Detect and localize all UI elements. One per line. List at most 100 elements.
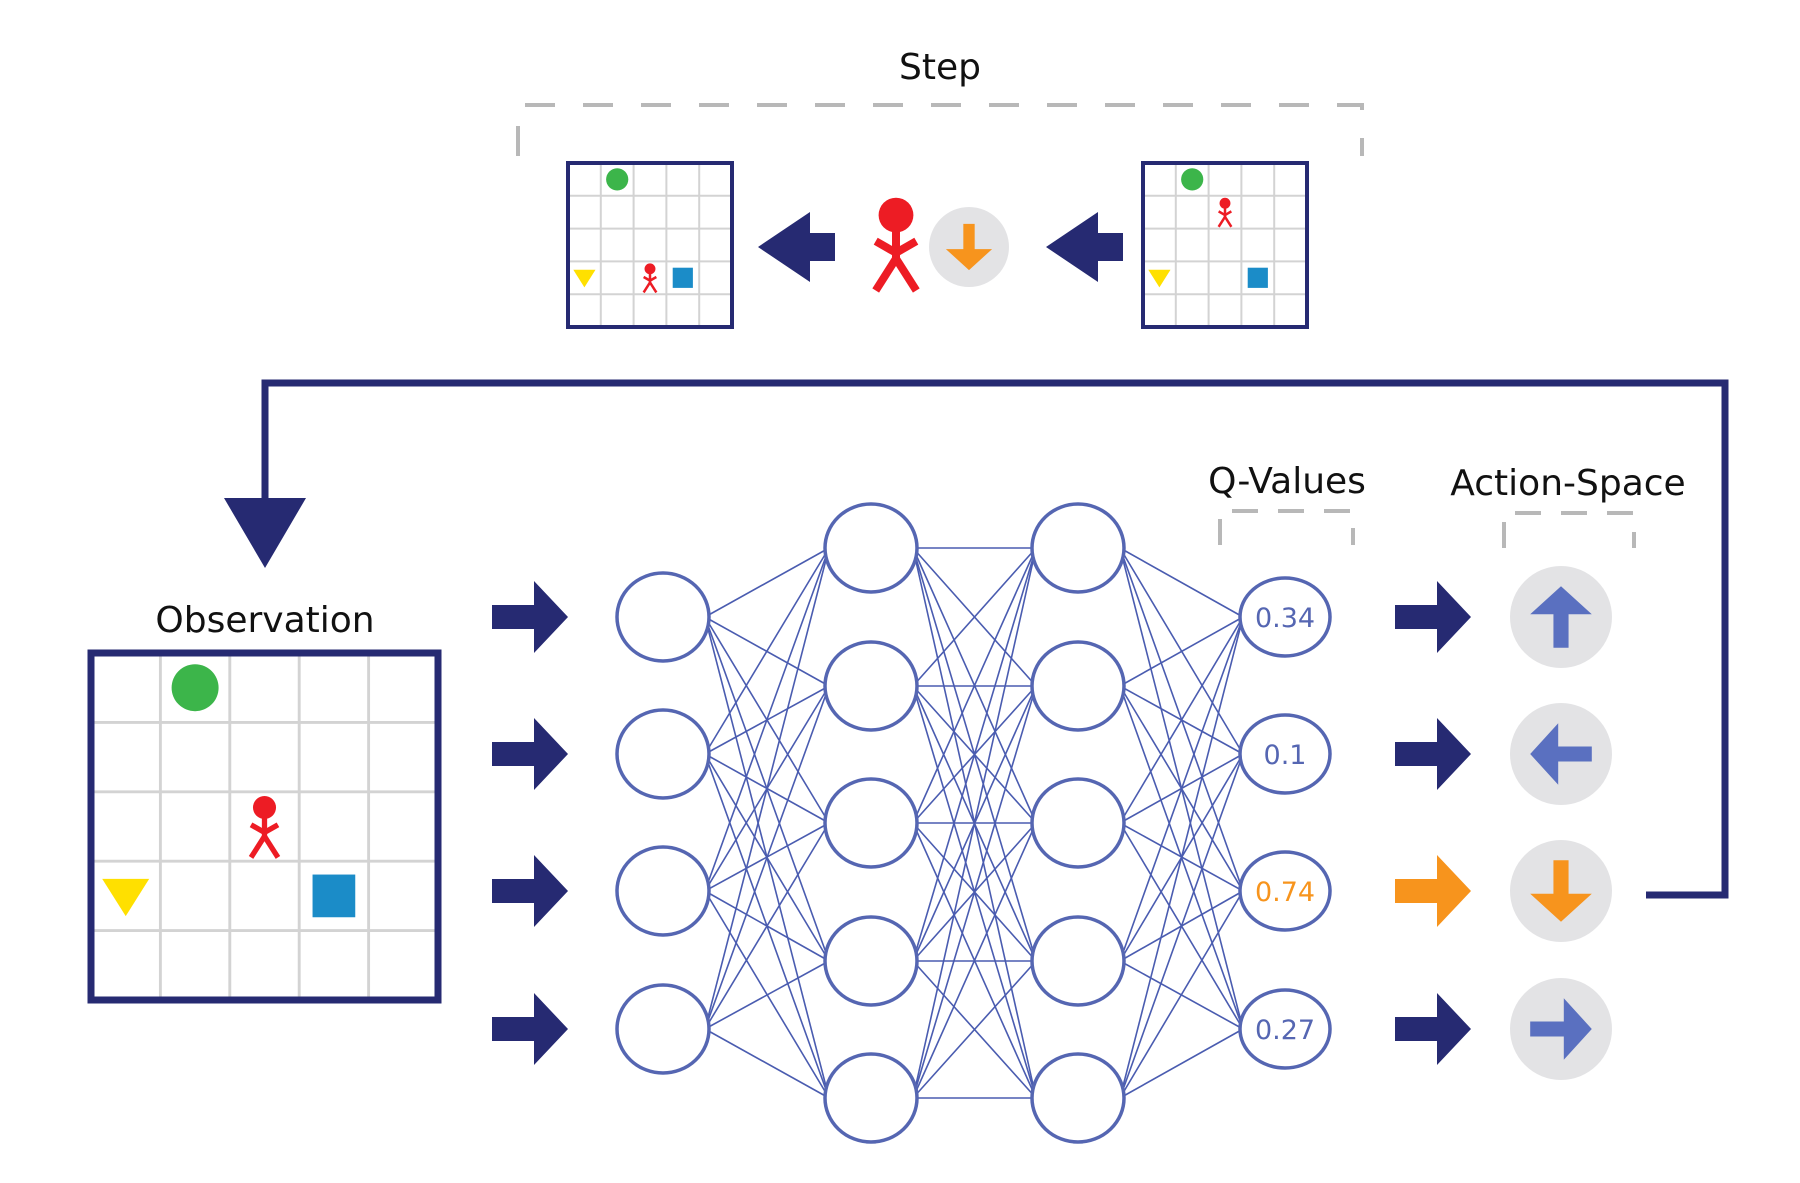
network-edge <box>1119 753 1244 1099</box>
step-agent-icon <box>872 197 920 293</box>
arrow-right-icon <box>1530 723 1592 785</box>
goal-circle-icon <box>171 664 219 712</box>
layer-0-node <box>615 845 711 937</box>
network-edge <box>912 547 1037 1099</box>
network-edges <box>704 547 1244 1099</box>
step-bracket <box>516 103 1364 156</box>
layer-2-node <box>1030 502 1126 594</box>
action-space-bracket <box>1502 511 1636 548</box>
q-value-node <box>1238 713 1332 795</box>
triangle-icon <box>573 269 596 288</box>
q-value-node <box>1238 576 1332 658</box>
network-edge <box>912 547 1037 962</box>
step-agent-figure <box>872 197 920 293</box>
q-value-node <box>1238 850 1332 932</box>
grid-border <box>1141 161 1309 329</box>
agent-icon <box>248 795 281 859</box>
arrow-up-icon <box>1530 586 1592 648</box>
q-value-labels: 0.34 0.1 0.74 0.27 <box>1255 603 1315 1046</box>
layer-2-node <box>1030 1052 1126 1144</box>
input-arrows <box>492 581 568 1065</box>
square-icon <box>672 267 693 288</box>
triangle-icon <box>1148 269 1171 288</box>
step-arrow-left-2 <box>1046 212 1123 282</box>
arrow-down-icon <box>945 223 993 271</box>
network-nodes <box>615 502 1332 1144</box>
output-arrow-icon <box>1395 718 1471 790</box>
network-edge <box>704 547 830 755</box>
observation-grid <box>87 649 442 1004</box>
network-edge <box>912 685 1037 1099</box>
layer-2-node <box>1030 777 1126 869</box>
output-arrow-icon <box>1395 993 1471 1065</box>
network-edge <box>1119 890 1244 1099</box>
goal-circle-icon <box>1181 168 1204 191</box>
output-arrows <box>1395 581 1471 1065</box>
layer-1-node <box>823 915 919 1007</box>
q-value-label: 0.34 <box>1255 603 1315 634</box>
network-edge <box>1119 547 1244 618</box>
q-value-label: 0.74 <box>1255 877 1315 908</box>
q-values-bracket <box>1218 509 1355 545</box>
network-edge <box>1119 616 1244 687</box>
layer-1-node <box>823 1052 919 1144</box>
arrow-down-icon <box>945 223 993 271</box>
step-after-grid <box>566 161 734 329</box>
layer-0-node <box>615 983 711 1075</box>
layer-0-node <box>615 708 711 800</box>
input-arrow-icon <box>492 581 568 653</box>
action-down <box>1510 840 1612 942</box>
goal-circle-icon <box>606 168 629 191</box>
layer-2-node <box>1030 640 1126 732</box>
network-edge <box>704 1028 830 1099</box>
layer-1-node <box>823 777 919 869</box>
network-edge <box>704 685 830 1030</box>
triangle-icon <box>102 878 150 917</box>
network-edge <box>704 822 830 1030</box>
q-value-label: 0.1 <box>1264 740 1307 771</box>
arrow-left-icon <box>1530 998 1592 1060</box>
network-edge <box>704 547 830 892</box>
network-edge <box>912 960 1037 1099</box>
network-edge <box>704 547 830 1030</box>
network-edge <box>912 547 1037 824</box>
arrow-down-icon <box>1530 860 1592 922</box>
layer-1-node <box>823 502 919 594</box>
square-icon <box>1247 267 1268 288</box>
step-before-grid <box>1141 161 1309 329</box>
square-icon <box>312 874 356 918</box>
q-value-node <box>1238 988 1332 1070</box>
output-arrow-icon <box>1395 581 1471 653</box>
network-edge <box>1119 1028 1244 1099</box>
agent-icon <box>642 263 658 294</box>
observation-title: Observation <box>155 600 374 641</box>
q-values-title: Q-Values <box>1208 461 1366 502</box>
action-right <box>1510 703 1612 805</box>
network-edge <box>1119 616 1244 824</box>
network-edge <box>704 547 830 618</box>
network-edge <box>912 822 1037 1099</box>
output-arrow-icon <box>1395 855 1471 927</box>
input-arrow-icon <box>492 718 568 790</box>
feedback-loop-line <box>261 379 1729 899</box>
action-space-title: Action-Space <box>1450 463 1685 504</box>
grid-border <box>87 649 442 1004</box>
network-edge <box>1119 616 1244 1099</box>
step-arrow-left-1 <box>758 212 835 282</box>
input-arrow-icon <box>492 855 568 927</box>
layer-0-node <box>615 571 711 663</box>
grid-border <box>566 161 734 329</box>
network-edge <box>704 960 830 1030</box>
layer-2-node <box>1030 915 1126 1007</box>
layer-1-node <box>823 640 919 732</box>
action-space <box>1510 566 1612 1080</box>
network-edge <box>912 547 1037 687</box>
q-value-label: 0.27 <box>1255 1015 1315 1046</box>
step-title: Step <box>899 47 981 88</box>
feedback-loop-arrowhead <box>224 498 306 568</box>
action-up <box>1510 566 1612 668</box>
input-arrow-icon <box>492 993 568 1065</box>
agent-icon <box>1217 197 1233 228</box>
action-left <box>1510 978 1612 1080</box>
